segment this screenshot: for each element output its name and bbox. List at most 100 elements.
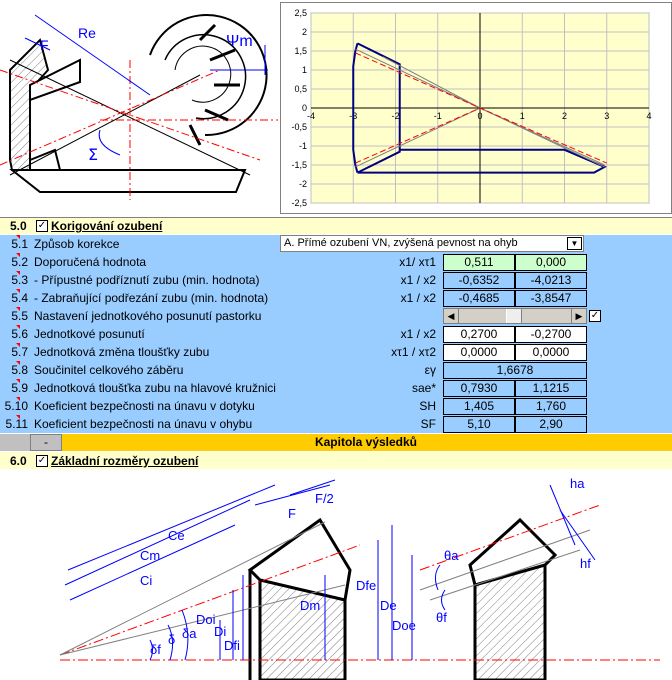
value-gear2: 0,000 [515, 254, 587, 271]
value-gear2[interactable]: -0,2700 [515, 326, 587, 343]
param-row: 5.3 - Přípustné podříznutí zubu (min. hod… [0, 271, 672, 289]
comment-marker [16, 235, 20, 239]
row-number: 5.4 [11, 291, 28, 305]
slider-thumb[interactable] [506, 309, 522, 323]
value-gear2: 2,90 [515, 416, 587, 433]
row-label: Doporučená hodnota [34, 255, 147, 269]
value-gear2: 1,760 [515, 398, 587, 415]
x-tick-label: 3 [604, 111, 609, 121]
label-Doi: Doi [196, 612, 216, 627]
label-Ci: Ci [140, 573, 152, 588]
row-number: 5.3 [11, 273, 28, 287]
row-label: - Přípustné podříznutí zubu (min. hodnot… [34, 273, 260, 287]
scroll-left-icon[interactable]: ◀ [444, 309, 459, 323]
comment-marker [16, 361, 20, 365]
y-tick-label: -1 [299, 141, 307, 151]
row-number: 5.9 [11, 381, 28, 395]
correction-method-select[interactable]: A. Přímé ozubení VN, zvýšená pevnost na … [280, 235, 584, 252]
row-symbol: x1 / x2 [400, 327, 436, 341]
row-number: 5.11 [5, 417, 28, 431]
comment-marker [16, 253, 20, 257]
row-label: Součinitel celkového záběru [34, 363, 184, 377]
label-F2: F/2 [315, 491, 334, 506]
label-theta-f: θf [436, 610, 447, 625]
value-gear2[interactable]: 0,0000 [515, 344, 587, 361]
x-tick-label: 0 [477, 111, 482, 121]
x-tick-label: 4 [646, 111, 651, 121]
x-tick-label: -4 [307, 111, 315, 121]
section-5-number: 5.0 [10, 219, 27, 233]
row-label: Způsob korekce [34, 237, 120, 251]
y-tick-label: -2 [299, 179, 307, 189]
row-label: Jednotkové posunutí [34, 327, 145, 341]
scroll-right-icon[interactable]: ▶ [571, 309, 586, 323]
y-tick-label: -2,5 [291, 198, 307, 208]
row-number: 5.5 [11, 309, 28, 323]
row-symbol: εγ [424, 363, 436, 377]
y-tick-label: -1,5 [291, 160, 307, 170]
slider-enable-checkbox[interactable]: ✓ [589, 310, 601, 322]
section-5-header: 5.0 ✓ Korigování ozubení [0, 217, 672, 234]
value-gear1[interactable]: 0,0000 [443, 344, 515, 361]
section-5-title: Korigování ozubení [51, 219, 163, 233]
comment-marker [16, 379, 20, 383]
param-row: 5.5 Nastavení jednotkového posunutí pasto… [0, 307, 672, 325]
section-5-checkbox[interactable]: ✓ [36, 220, 48, 232]
x-tick-label: -1 [434, 111, 442, 121]
row-number: 5.6 [11, 327, 28, 341]
chapter-collapse-button[interactable]: - [30, 434, 62, 451]
y-tick-label: 1 [302, 65, 307, 75]
pinion-shift-slider[interactable]: ◀▶ [443, 308, 587, 324]
x-tick-label: 2 [562, 111, 567, 121]
row-symbol: x1 / x2 [400, 291, 436, 305]
section-6-title: Základní rozměry ozubení [51, 454, 199, 468]
y-tick-label: 1,5 [294, 46, 307, 56]
row-symbol: SF [420, 417, 436, 431]
series-line-7 [355, 107, 481, 164]
y-tick-label: 2,5 [294, 8, 307, 18]
comment-marker [16, 397, 20, 401]
label-psi: Ψm [226, 33, 253, 50]
label-Dfi: Dfi [224, 638, 240, 653]
label-Dm: Dm [300, 598, 320, 613]
comment-marker [16, 325, 20, 329]
row-label: Nastavení jednotkového posunutí pastorku [34, 309, 262, 323]
row-number: 5.7 [11, 345, 28, 359]
y-tick-label: 2 [302, 27, 307, 37]
label-Dfe: Dfe [356, 578, 376, 593]
x-tick-label: -2 [391, 111, 399, 121]
param-row: 5.6 Jednotkové posunutí x1 / x2 0,2700-0,27… [0, 325, 672, 343]
label-delta-a: δa [182, 626, 197, 641]
label-theta-a: θa [444, 548, 459, 563]
value-gear1: 0,511 [443, 254, 515, 271]
value-gear1: -0,4685 [443, 290, 515, 307]
label-sigma: Σ [88, 145, 98, 164]
row-label: Koeficient bezpečnosti na únavu v dotyku [34, 399, 255, 413]
row-symbol: x1/ xτ1 [399, 255, 436, 269]
row-symbol: SH [419, 399, 436, 413]
value-gear1[interactable]: 0,2700 [443, 326, 515, 343]
value-gear2: -3,8547 [515, 290, 587, 307]
section-6-checkbox[interactable]: ✓ [36, 455, 48, 467]
series-line-1 [357, 42, 401, 174]
label-Ce: Ce [168, 528, 185, 543]
label-Di: Di [214, 624, 226, 639]
row-symbol: xτ1 / xτ2 [391, 345, 436, 359]
comment-marker [16, 307, 20, 311]
comment-marker [16, 289, 20, 293]
row-label: Koeficient bezpečnosti na únavu v ohybu [34, 417, 253, 431]
y-tick-label: 0,5 [294, 84, 307, 94]
section-6-header: 6.0 ✓ Základní rozměry ozubení [0, 452, 672, 469]
comment-marker [16, 343, 20, 347]
y-tick-label: 0 [302, 103, 307, 113]
dropdown-arrow-icon[interactable]: ▼ [567, 237, 582, 250]
section-6-number: 6.0 [10, 454, 27, 468]
row-number: 5.10 [4, 399, 28, 413]
